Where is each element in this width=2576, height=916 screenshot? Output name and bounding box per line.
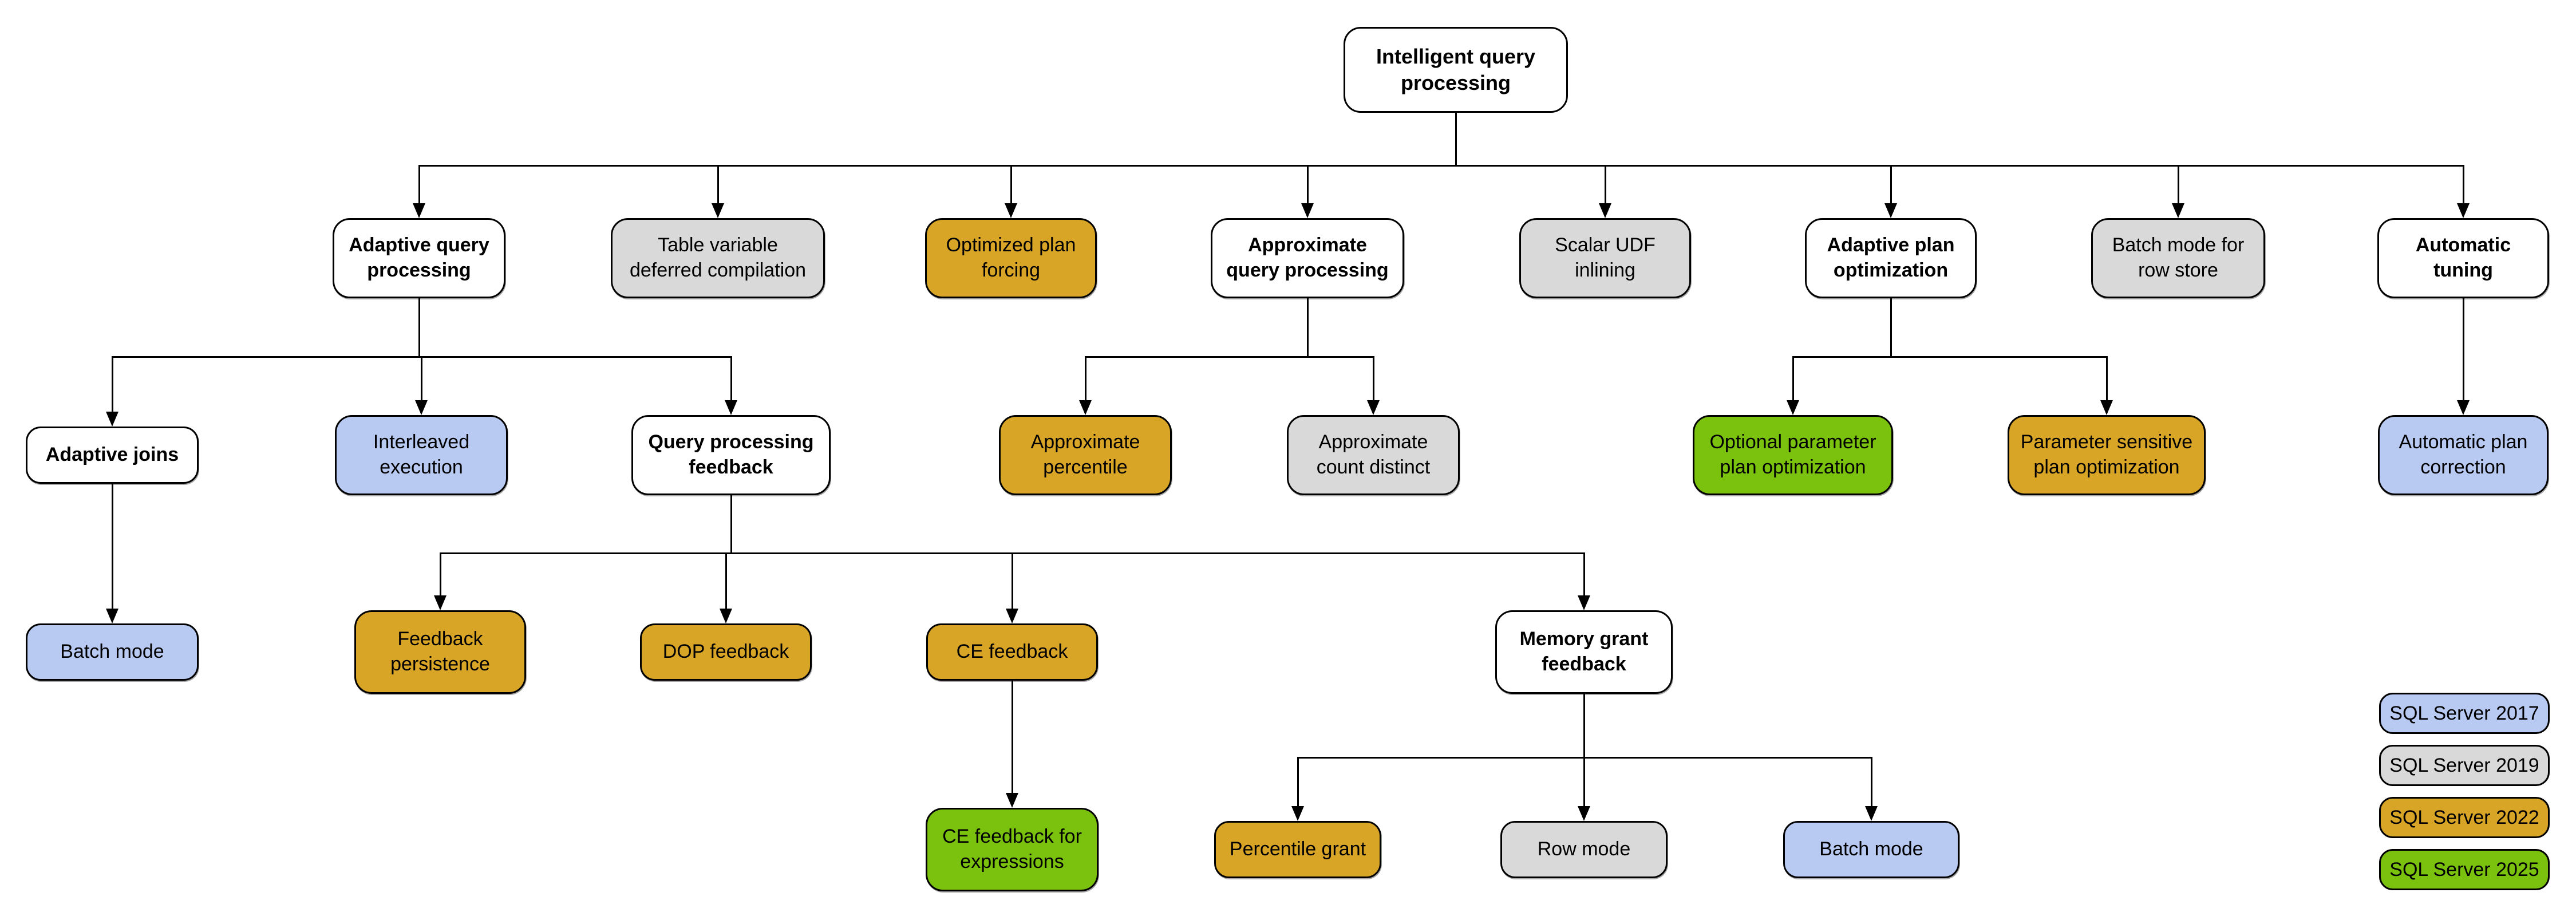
connector-line bbox=[1792, 357, 1794, 402]
connector-line bbox=[418, 165, 420, 206]
arrow-down-icon bbox=[434, 595, 447, 610]
node-adaptive-joins: Adaptive joins bbox=[26, 427, 199, 484]
connector-line bbox=[1297, 757, 1299, 808]
arrow-down-icon bbox=[1301, 203, 1314, 218]
connector-line bbox=[1583, 757, 1585, 808]
connector-line bbox=[111, 484, 113, 611]
arrow-down-icon bbox=[720, 609, 732, 623]
connector-line bbox=[725, 553, 727, 611]
connector-line bbox=[2105, 357, 2108, 402]
arrow-down-icon bbox=[1578, 806, 1590, 821]
arrow-down-icon bbox=[106, 412, 118, 427]
arrow-down-icon bbox=[1006, 793, 1018, 808]
arrow-down-icon bbox=[1079, 400, 1092, 415]
arrow-down-icon bbox=[413, 203, 425, 218]
arrow-down-icon bbox=[1599, 203, 1611, 218]
arrow-down-icon bbox=[415, 400, 428, 415]
node-adaptive-plan-optimization: Adaptive plan optimization bbox=[1805, 218, 1977, 298]
connector-rail bbox=[418, 164, 2464, 167]
legend-item-sql-server-2025: SQL Server 2025 bbox=[2379, 849, 2550, 890]
arrow-down-icon bbox=[725, 400, 737, 415]
arrow-down-icon bbox=[106, 609, 118, 623]
arrow-down-icon bbox=[1865, 806, 1878, 821]
arrow-down-icon bbox=[2100, 400, 2113, 415]
connector-line bbox=[111, 357, 113, 414]
node-approximate-percentile: Approximate percentile bbox=[999, 415, 1172, 495]
connector-rail bbox=[1792, 356, 2108, 358]
node-ce-feedback: CE feedback bbox=[926, 623, 1098, 681]
arrow-down-icon bbox=[1006, 609, 1018, 623]
connector-line bbox=[2177, 165, 2179, 206]
connector-line bbox=[439, 553, 441, 598]
connector-line bbox=[2462, 165, 2464, 206]
node-scalar-udf-inlining: Scalar UDF inlining bbox=[1519, 218, 1691, 298]
arrow-down-icon bbox=[1291, 806, 1304, 821]
connector-line bbox=[2462, 298, 2464, 402]
legend-item-sql-server-2017: SQL Server 2017 bbox=[2379, 693, 2550, 734]
connector-line bbox=[1870, 757, 1872, 808]
node-adaptive-query-processing: Adaptive query processing bbox=[333, 218, 505, 298]
connector-line bbox=[1011, 553, 1013, 611]
node-automatic-tuning: Automatic tuning bbox=[2377, 218, 2549, 298]
connector-line bbox=[1306, 298, 1309, 357]
node-batch-mode-row4: Batch mode bbox=[26, 623, 199, 681]
arrow-down-icon bbox=[2172, 203, 2184, 218]
arrow-down-icon bbox=[1005, 203, 1017, 218]
node-approximate-query-processing: Approximate query processing bbox=[1211, 218, 1404, 298]
node-approximate-count-distinct: Approximate count distinct bbox=[1287, 415, 1460, 495]
node-automatic-plan-correction: Automatic plan correction bbox=[2378, 415, 2549, 495]
connector-line bbox=[1372, 357, 1374, 402]
connector-line bbox=[1010, 165, 1012, 206]
connector-line bbox=[1890, 298, 1892, 357]
node-percentile-grant: Percentile grant bbox=[1214, 821, 1381, 878]
arrow-down-icon bbox=[1787, 400, 1799, 415]
node-optimized-plan-forcing: Optimized plan forcing bbox=[925, 218, 1097, 298]
node-batch-mode-row5: Batch mode bbox=[1783, 821, 1959, 878]
connector-line bbox=[1455, 113, 1457, 165]
node-row-mode: Row mode bbox=[1500, 821, 1668, 878]
connector-rail bbox=[1084, 356, 1374, 358]
arrow-down-icon bbox=[2457, 203, 2470, 218]
arrow-down-icon bbox=[712, 203, 724, 218]
node-query-processing-feedback: Query processing feedback bbox=[631, 415, 831, 495]
connector-line bbox=[418, 298, 420, 357]
node-interleaved-execution: Interleaved execution bbox=[335, 415, 508, 495]
connector-line bbox=[1011, 681, 1013, 795]
connector-line bbox=[730, 495, 732, 553]
connector-line bbox=[1604, 165, 1606, 206]
connector-line bbox=[420, 357, 422, 402]
legend-item-sql-server-2019: SQL Server 2019 bbox=[2379, 745, 2550, 786]
node-memory-grant-feedback: Memory grant feedback bbox=[1495, 610, 1673, 694]
arrow-down-icon bbox=[1578, 595, 1590, 610]
node-optional-parameter-plan-optimization: Optional parameter plan optimization bbox=[1693, 415, 1893, 495]
node-ce-feedback-for-expressions: CE feedback for expressions bbox=[926, 808, 1099, 891]
node-batch-mode-for-row-store: Batch mode for row store bbox=[2091, 218, 2265, 298]
connector-line bbox=[730, 357, 732, 402]
node-feedback-persistence: Feedback persistence bbox=[354, 610, 526, 694]
connector-line bbox=[1583, 553, 1585, 598]
node-dop-feedback: DOP feedback bbox=[640, 623, 812, 681]
connector-line bbox=[1084, 357, 1086, 402]
connector-line bbox=[717, 165, 719, 206]
node-intelligent-query-processing: Intelligent query processing bbox=[1344, 27, 1568, 113]
arrow-down-icon bbox=[1884, 203, 1897, 218]
node-table-variable-deferred-compilation: Table variable deferred compilation bbox=[611, 218, 825, 298]
arrow-down-icon bbox=[1367, 400, 1380, 415]
legend-item-sql-server-2022: SQL Server 2022 bbox=[2379, 797, 2550, 838]
connector-line bbox=[1890, 165, 1892, 206]
connector-line bbox=[1583, 694, 1585, 757]
arrow-down-icon bbox=[2457, 400, 2470, 415]
node-parameter-sensitive-plan-optimization: Parameter sensitive plan optimization bbox=[2008, 415, 2206, 495]
connector-line bbox=[1306, 165, 1309, 206]
